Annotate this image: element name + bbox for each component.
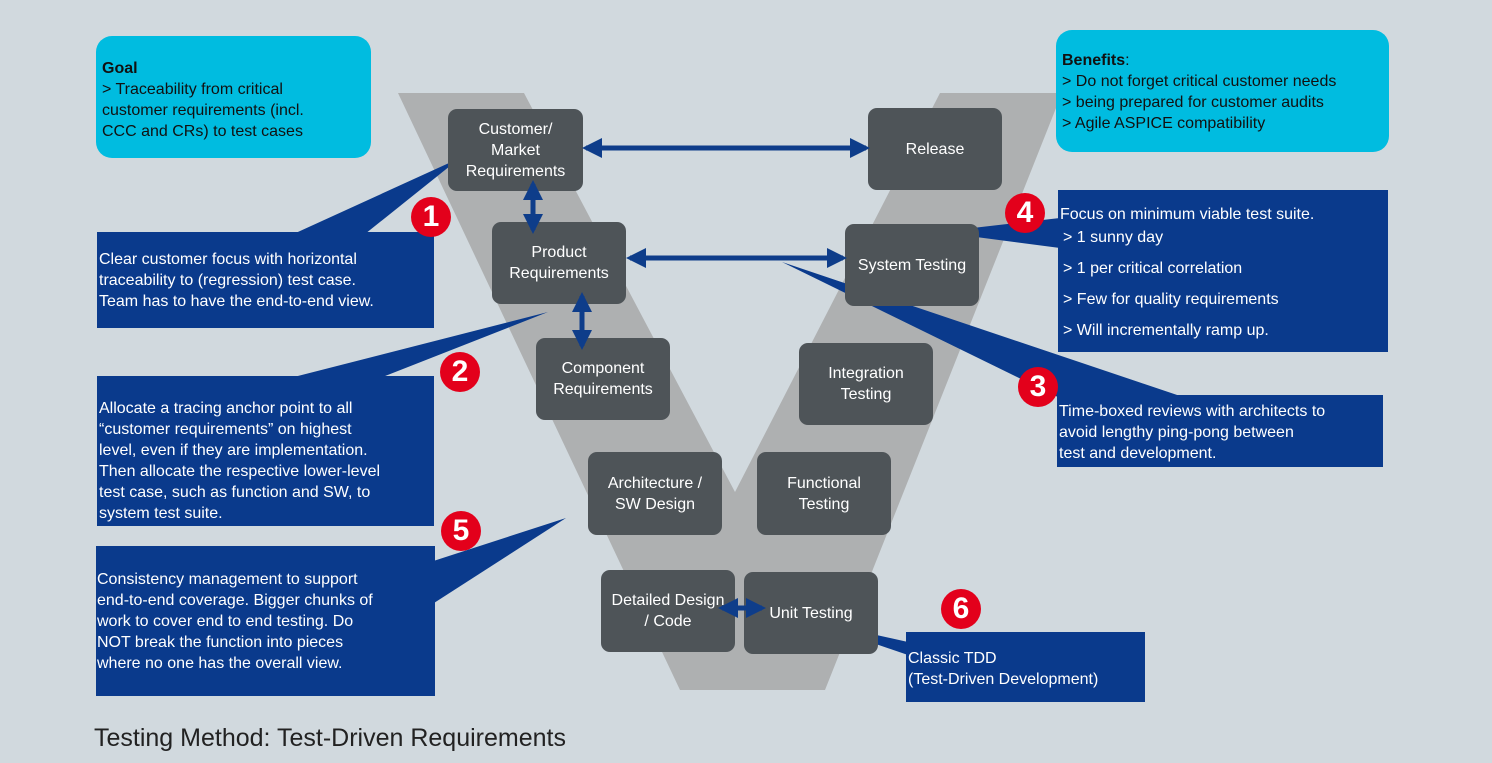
stage-label: Requirements	[509, 265, 609, 282]
callout-line: test and development.	[1059, 445, 1217, 462]
badge-5: 5	[441, 511, 481, 551]
benefits-title-line: Benefits:	[1062, 50, 1383, 71]
stage-label: Testing	[840, 386, 892, 403]
stage-label: / Code	[644, 613, 692, 630]
stage-label: Architecture /	[607, 474, 703, 492]
stage-label: Component	[561, 360, 645, 377]
callout-line: system test suite.	[99, 505, 223, 522]
stage-label: Market	[491, 141, 540, 159]
callout-line: Time-boxed reviews with architects to	[1059, 403, 1326, 420]
stage-label: Requirements	[553, 381, 653, 398]
callout-line: work to cover end to end testing. Do	[97, 613, 354, 630]
stage-label: Requirements	[465, 162, 566, 180]
callout-line: Allocate a tracing anchor point to all	[99, 400, 353, 417]
callout-line: Then allocate the respective lower-level	[99, 463, 381, 480]
callout-line: test case, such as function and SW, to	[99, 484, 371, 501]
stage-label: Detailed Design	[611, 592, 725, 609]
callout-line: > Few for quality requirements	[1063, 291, 1279, 308]
stage-label: Release	[905, 140, 965, 158]
goal-box: Goal > Traceability from critical custom…	[96, 36, 371, 158]
callout-line: Focus on minimum viable test suite.	[1060, 206, 1315, 223]
callout-line: > 1 sunny day	[1063, 229, 1164, 246]
badge-6: 6	[941, 589, 981, 629]
callout-5-pointer	[418, 518, 566, 612]
stage-label: Unit Testing	[769, 604, 853, 622]
callout-2-box: Allocate a tracing anchor point to all “…	[97, 376, 434, 526]
badge-1: 1	[411, 197, 451, 237]
stage-label: Product	[531, 244, 587, 261]
callout-4-box: Focus on minimum viable test suite. > 1 …	[1058, 190, 1388, 352]
callout-line: where no one has the overall view.	[97, 655, 343, 672]
callout-line: Classic TDD	[908, 650, 997, 667]
callout-line: Clear customer focus with horizontal	[99, 251, 357, 268]
release-box: Release	[868, 108, 1002, 190]
benefits-box: Benefits: > Do not forget critical custo…	[1056, 30, 1389, 152]
architecture-sw-design-box: Architecture / SW Design	[588, 452, 722, 535]
badge-3: 3	[1018, 367, 1058, 407]
benefits-line: > being prepared for customer audits	[1062, 94, 1324, 111]
stage-label: SW Design	[614, 495, 695, 513]
callout-line: > Will incrementally ramp up.	[1063, 322, 1269, 339]
badge-4: 4	[1005, 193, 1045, 233]
callout-line: NOT break the function into pieces	[97, 634, 344, 651]
stage-label: Testing	[798, 495, 850, 513]
detailed-design-code-box: Detailed Design / Code	[601, 570, 735, 652]
callout-line: avoid lengthy ping-pong between	[1059, 424, 1294, 441]
callout-line: Consistency management to support	[97, 571, 358, 588]
stage-label: System Testing	[857, 256, 967, 274]
benefits-title-suffix: :	[1125, 52, 1130, 69]
diagram-caption: Testing Method: Test-Driven Requirements	[94, 724, 566, 752]
callout-3-box: Time-boxed reviews with architects to av…	[1057, 395, 1383, 467]
callout-line: Team has to have the end-to-end view.	[99, 293, 374, 310]
goal-line: > Traceability from critical	[102, 81, 283, 98]
callout-2-pointer	[290, 312, 548, 378]
unit-testing-box: Unit Testing	[744, 572, 878, 654]
stage-label: Customer/	[478, 120, 553, 138]
benefits-line: > Do not forget critical customer needs	[1062, 73, 1337, 90]
benefits-title: Benefits	[1062, 52, 1126, 69]
stage-label: Integration	[828, 365, 904, 382]
badge-2: 2	[440, 352, 480, 392]
goal-title: Goal	[102, 60, 138, 77]
goal-line: customer requirements (incl.	[102, 102, 304, 119]
callout-line: end-to-end coverage. Bigger chunks of	[97, 592, 373, 609]
goal-line: CCC and CRs) to test cases	[102, 123, 303, 140]
callout-line: “customer requirements” on highest	[99, 421, 352, 438]
callout-line: > 1 per critical correlation	[1063, 260, 1243, 277]
callout-1-box: Clear customer focus with horizontal tra…	[97, 232, 434, 328]
system-testing-box: System Testing	[845, 224, 979, 306]
callout-line: level, even if they are implementation.	[99, 442, 368, 459]
callout-line: (Test-Driven Development)	[908, 671, 1099, 688]
callout-5-box: Consistency management to support end-to…	[96, 546, 435, 696]
benefits-line: > Agile ASPICE compatibility	[1062, 115, 1266, 132]
callout-line: traceability to (regression) test case.	[99, 272, 356, 289]
callout-6-box: Classic TDD (Test-Driven Development)	[906, 632, 1145, 702]
stage-label: Functional	[787, 474, 861, 492]
